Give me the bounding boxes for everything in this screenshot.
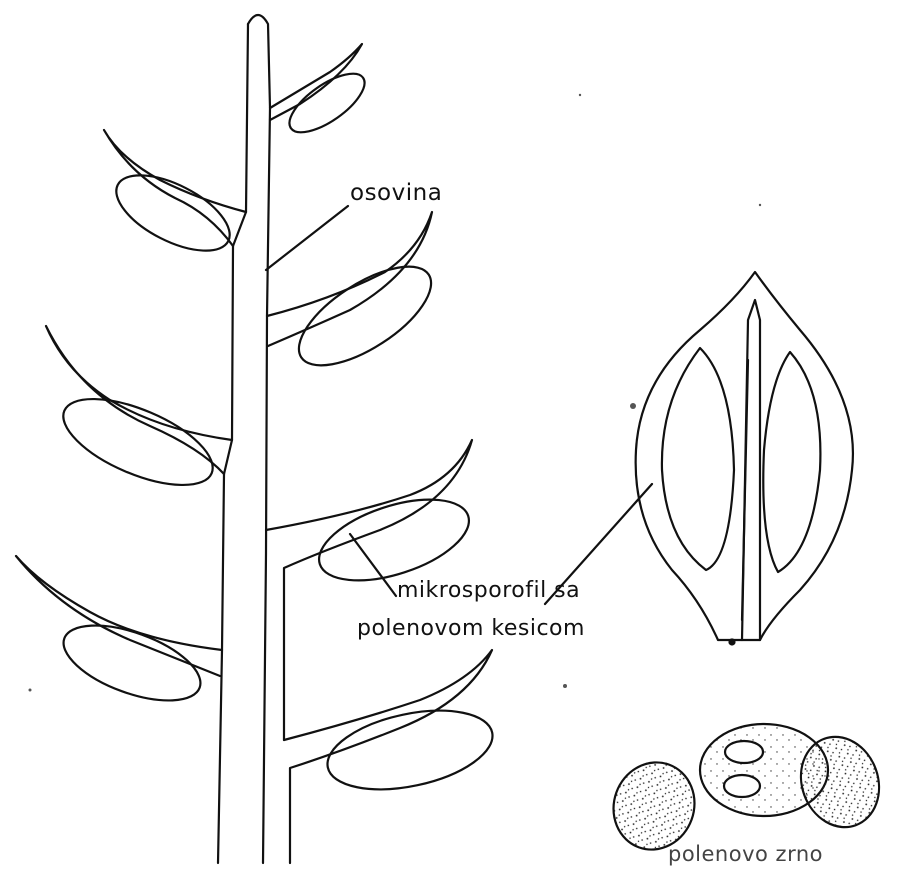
pollen-sac-right [763, 352, 820, 572]
label-microsporophyll-line1: mikrosporofil sa [397, 578, 580, 603]
sporophyll-right-1 [270, 44, 373, 143]
leader-line-axis [266, 206, 348, 270]
pollen-sac-left [662, 348, 734, 570]
cone-axis-left-edge [218, 24, 248, 863]
label-osovina: osovina [350, 180, 442, 206]
sporophyll-right-2 [267, 212, 446, 384]
leader-line-sporophyll [350, 534, 396, 596]
label-microsporophyll-line2: polenovom kesicom [357, 616, 585, 641]
microsporophyll-detail [636, 272, 853, 645]
cone-axis [248, 15, 270, 863]
label-pollen-grain: polenovo zrno [668, 842, 823, 866]
pollen-grain-illustration [601, 724, 891, 861]
sporophyll-left-2 [46, 326, 232, 503]
sporophyll-right-4 [284, 650, 500, 863]
sporophyll-left-3 [16, 556, 222, 716]
sporophyll-left-1 [104, 130, 246, 266]
